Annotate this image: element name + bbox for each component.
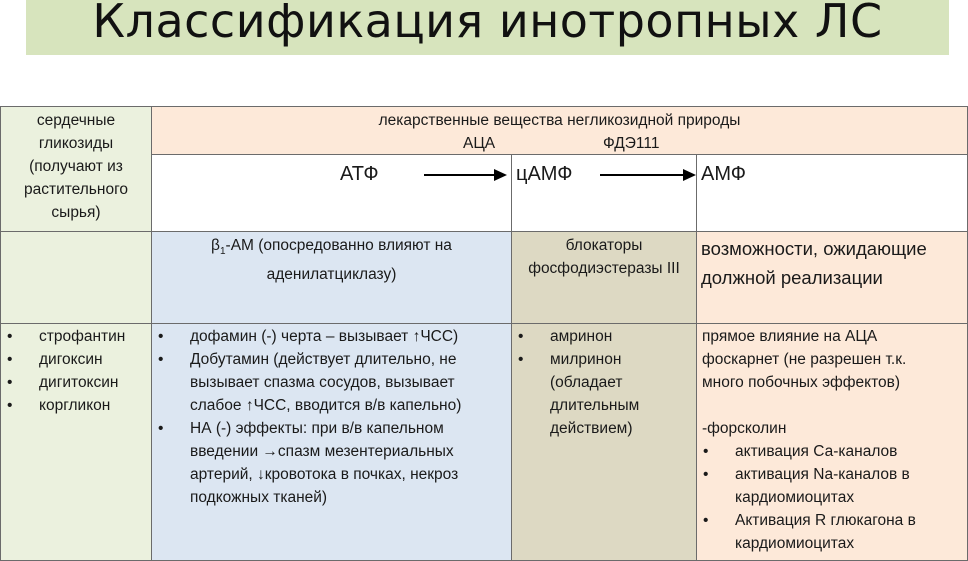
- pde-list-cell: амринон милринон (обладает длительным де…: [511, 323, 697, 561]
- list-item: амринон: [512, 325, 688, 348]
- pathway-cell-camf: цАМФ: [511, 154, 697, 232]
- glycosides-list: строфантин дигоксин дигитоксин коргликон: [1, 325, 151, 417]
- b1-group-cell: β1-АМ (опосредованно влияют на аденилатц…: [151, 231, 512, 324]
- b1-group-label: β1-АМ (опосредованно влияют на аденилатц…: [211, 237, 452, 284]
- arrow-camf-amf-icon: [683, 169, 696, 181]
- list-item: дигитоксин: [1, 371, 151, 394]
- future-list-cell: прямое влияние на АЦА фоскарнет (не разр…: [696, 323, 968, 561]
- future-group-cell: возможности, ожидающие должной реализаци…: [696, 231, 968, 324]
- glycosides-header: сердечные гликозиды (получают из растите…: [23, 112, 128, 221]
- pathway-cell-atf: АТФ: [151, 154, 512, 232]
- b1-list-cell: дофамин (-) черта – вызывает ↑ЧСС) Добут…: [151, 323, 512, 561]
- title-bar: Классификация инотропных ЛС: [26, 0, 949, 55]
- list-item: Добутамин (действует длительно, не вызыв…: [152, 348, 505, 417]
- future-list: активация Са-каналов активация Na-канало…: [697, 440, 961, 555]
- amf-label: АМФ: [701, 163, 746, 185]
- list-item: милринон (обладает длительным действием): [512, 348, 688, 440]
- future-intro: прямое влияние на АЦА фоскарнет (не разр…: [702, 328, 907, 391]
- list-item: активация Na-каналов в кардиомиоцитах: [697, 463, 961, 509]
- list-item: НА (-) эффекты: при в/в капельном введен…: [152, 417, 505, 509]
- pde-list: амринон милринон (обладает длительным де…: [512, 325, 688, 440]
- camf-label: цАМФ: [516, 163, 573, 185]
- list-item: активация Са-каналов: [697, 440, 961, 463]
- arrow-atf-camf-line: [424, 174, 496, 176]
- nonglycoside-header-cell: лекарственные вещества негликозидной при…: [151, 106, 968, 155]
- list-item: коргликон: [1, 394, 151, 417]
- future-group-label: возможности, ожидающие должной реализаци…: [701, 238, 927, 288]
- pde-group-cell: блокаторы фосфодиэстеразы III: [511, 231, 697, 324]
- list-item: дигоксин: [1, 348, 151, 371]
- page-title: Классификация инотропных ЛС: [92, 0, 883, 48]
- pathway-cell-amf: АМФ: [696, 154, 968, 232]
- glycosides-list-cell: строфантин дигоксин дигитоксин коргликон: [0, 323, 152, 561]
- list-item: строфантин: [1, 325, 151, 348]
- list-item: дофамин (-) черта – вызывает ↑ЧСС): [152, 325, 505, 348]
- enzyme-fde-label: ФДЭ111: [603, 135, 660, 152]
- forskolin-label: -форсколин: [702, 420, 787, 437]
- glycosides-header-cell: сердечные гликозиды (получают из растите…: [0, 106, 152, 232]
- b1-list: дофамин (-) черта – вызывает ↑ЧСС) Добут…: [152, 325, 505, 509]
- nonglycoside-header: лекарственные вещества негликозидной при…: [378, 112, 741, 129]
- atf-label: АТФ: [340, 163, 379, 185]
- arrow-atf-camf-icon: [494, 169, 507, 181]
- arrow-camf-amf-line: [600, 174, 684, 176]
- enzyme-aca-label: АЦА: [463, 135, 496, 152]
- pde-group-label: блокаторы фосфодиэстеразы III: [528, 237, 680, 277]
- list-item: Активация R глюкагона в кардиомиоцитах: [697, 509, 961, 555]
- glycosides-group-cell: [0, 231, 152, 324]
